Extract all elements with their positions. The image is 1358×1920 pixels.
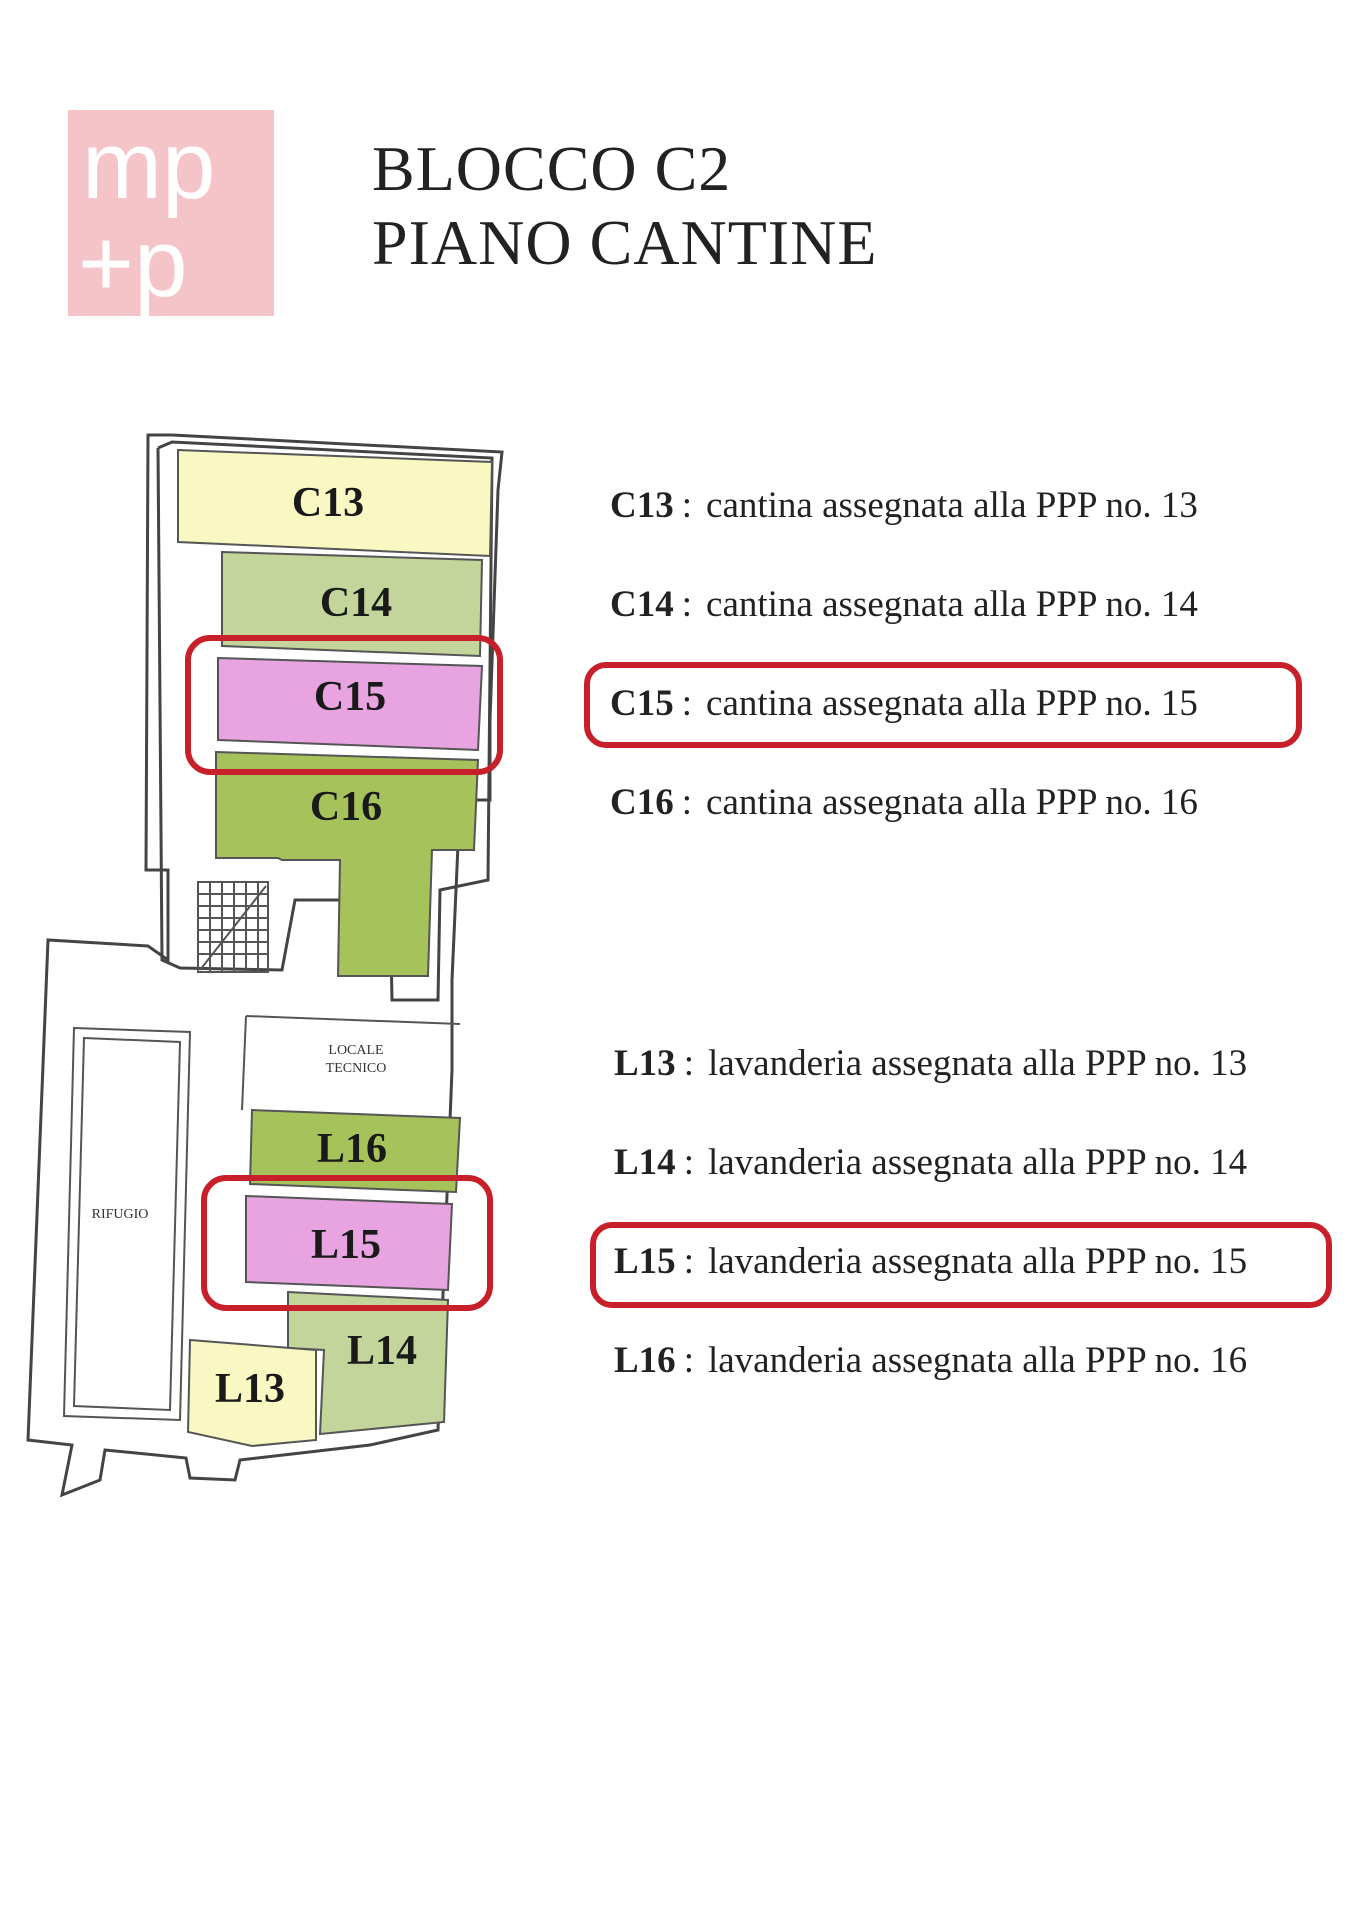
logo-mark: mp +p [78,112,215,316]
legend-code: L16 [614,1340,676,1381]
legend-highlight-l15 [590,1222,1332,1308]
legend-row-c15: C15: cantina assegnata alla PPP no. 15 [610,682,1198,725]
legend-sep: : [681,683,693,724]
room-c15 [217,656,484,752]
room-l15 [245,1194,454,1292]
room-label-c16: C16 [310,784,382,830]
locale-tecnico-line2: TECNICO [326,1061,387,1076]
company-logo: mp +p [68,110,274,316]
room-label-c13: C13 [292,480,364,526]
legend-code: L14 [614,1142,676,1183]
legend-code: C15 [610,683,674,724]
legend-text: cantina assegnata alla PPP no. 15 [706,683,1198,724]
room-label-l15: L15 [311,1222,381,1268]
legend-text: cantina assegnata alla PPP no. 16 [706,782,1198,823]
floor-plan: C13 C14 C15 C16 L16 L15 L14 L13 LOCALE T… [26,433,504,1498]
legend-row-c16: C16: cantina assegnata alla PPP no. 16 [610,781,1198,824]
room-c16 [215,750,480,977]
legend-text: lavanderia assegnata alla PPP no. 14 [707,1142,1248,1183]
title-line2: PIANO CANTINE [372,207,878,278]
legend-sep: : [683,1043,694,1084]
interior-walls [62,881,461,1422]
room-label-l14: L14 [347,1328,417,1374]
legend-sep: : [681,584,693,625]
page-title: BLOCCO C2 PIANO CANTINE [372,132,877,280]
title-line1: BLOCCO C2 [372,133,732,204]
room-c14 [221,550,484,658]
legend-row-l16: L16: lavanderia assegnata alla PPP no. 16 [614,1339,1247,1382]
legend-row-l14: L14: lavanderia assegnata alla PPP no. 14 [614,1141,1247,1184]
legend-sep: : [683,1241,694,1282]
room-label-l13: L13 [215,1366,285,1412]
legend-sep: : [681,485,693,526]
legend-text: lavanderia assegnata alla PPP no. 15 [707,1241,1248,1282]
legend-code: C13 [610,485,674,526]
room-l13 [186,1338,317,1448]
room-label-l16: L16 [317,1126,387,1172]
legend-text: lavanderia assegnata alla PPP no. 16 [707,1340,1248,1381]
legend-text: cantina assegnata alla PPP no. 13 [706,485,1198,526]
legend-sep: : [683,1340,694,1381]
room-c13 [177,448,494,558]
legend-code: L13 [614,1043,676,1084]
legend-row-c14: C14: cantina assegnata alla PPP no. 14 [610,583,1198,626]
legend-code: C16 [610,782,674,823]
plan-highlight-c15 [185,635,503,775]
logo-text-line1: mp [82,112,215,219]
legend-code: L15 [614,1241,676,1282]
legend-sep: : [683,1142,694,1183]
rifugio-label: RIFUGIO [92,1207,149,1222]
legend-row-c13: C13: cantina assegnata alla PPP no. 13 [610,484,1198,527]
legend-sep: : [681,782,693,823]
legend-row-l15: L15: lavanderia assegnata alla PPP no. 15 [614,1240,1247,1283]
building-outline [26,433,504,1498]
legend-code: C14 [610,584,674,625]
room-l16 [248,1108,462,1194]
legend-text: cantina assegnata alla PPP no. 14 [706,584,1198,625]
plan-highlight-l15 [201,1175,493,1311]
room-label-c14: C14 [320,580,392,626]
locale-tecnico-line1: LOCALE [328,1043,383,1058]
legend-highlight-c15 [584,662,1302,748]
room-label-c15: C15 [314,674,386,720]
legend-text: lavanderia assegnata alla PPP no. 13 [707,1043,1248,1084]
legend-row-l13: L13: lavanderia assegnata alla PPP no. 13 [614,1042,1247,1085]
logo-text-line2: +p [78,210,187,316]
